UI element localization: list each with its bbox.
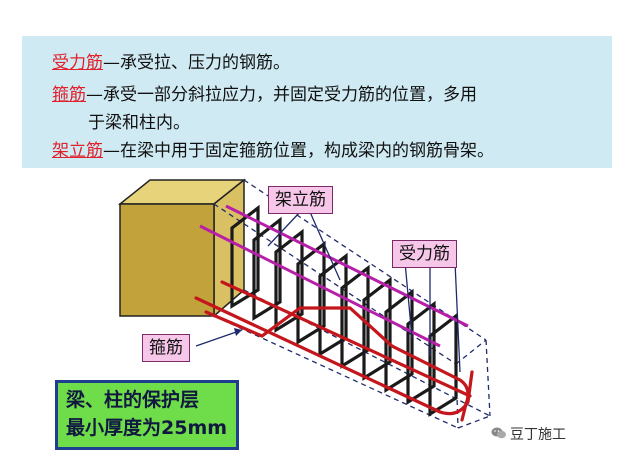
- term-erecting-bar: 架立筋: [52, 141, 103, 161]
- stirrup-1: [230, 204, 260, 309]
- watermark-text: 豆丁施工: [510, 427, 566, 443]
- definition-text-stirrup: —承受一部分斜拉应力，并固定受力筋的位置，多用: [86, 85, 477, 105]
- callout-stirrup: 箍筋: [142, 334, 190, 362]
- leader-arrow-stirrup: [234, 328, 242, 336]
- stirrup-10: [428, 312, 458, 417]
- stirrup-7: [362, 276, 392, 381]
- definitions-panel: [22, 36, 612, 168]
- stirrup-9: [406, 300, 436, 405]
- wechat-icon: [491, 427, 506, 439]
- stirrup-2: [252, 216, 282, 321]
- note-line-2: 最小厚度为25mm: [66, 417, 228, 439]
- definition-text-erecting-bar: —在梁中用于固定箍筋位置，构成梁内的钢筋骨架。: [103, 141, 494, 161]
- callout-main-bar: 受力筋: [392, 240, 457, 268]
- concrete-side-face: [213, 178, 245, 318]
- definition-text-stirrup-2: 于梁和柱内。: [88, 113, 190, 133]
- main-bars: [194, 280, 474, 422]
- stirrup-8: [384, 288, 414, 393]
- definition-erecting-bar: 架立筋—在梁中用于固定箍筋位置，构成梁内的钢筋骨架。: [52, 140, 494, 162]
- term-main-bar: 受力筋: [52, 53, 103, 73]
- erecting-bars: [199, 204, 469, 348]
- term-stirrup: 箍筋: [52, 85, 86, 105]
- definition-main-bar: 受力筋—承受拉、压力的钢筋。: [52, 52, 290, 74]
- note-line-1: 梁、柱的保护层: [66, 389, 200, 411]
- definition-stirrup: 箍筋—承受一部分斜拉应力，并固定受力筋的位置，多用: [52, 84, 477, 106]
- callout-erecting-bar: 架立筋: [268, 186, 333, 214]
- stirrups: [230, 204, 458, 417]
- definition-stirrup-continued: 于梁和柱内。: [88, 112, 190, 134]
- definition-text-main-bar: —承受拉、压力的钢筋。: [103, 53, 290, 73]
- callout-leaders: [195, 211, 461, 373]
- cover-thickness-note: 梁、柱的保护层 最小厚度为25mm: [55, 380, 239, 450]
